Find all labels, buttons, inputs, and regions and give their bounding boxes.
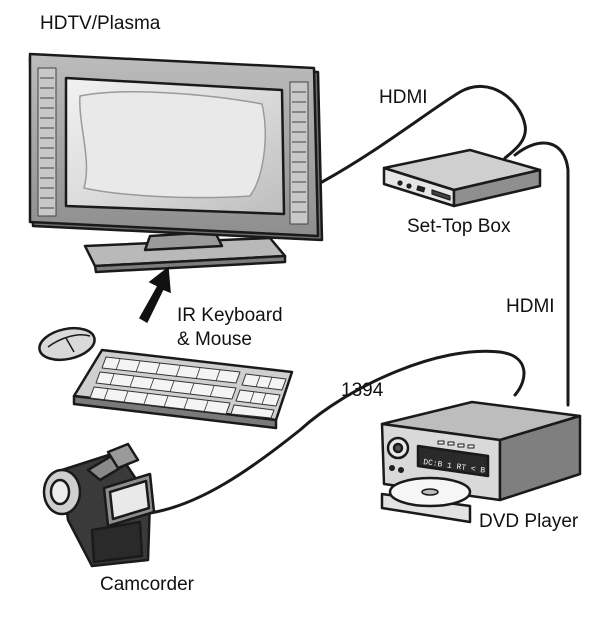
set-top-box-label: Set-Top Box <box>407 216 511 237</box>
ir-keyboard-mouse-label: IR Keyboard & Mouse <box>177 304 283 352</box>
ir-label-line1: IR Keyboard <box>177 305 283 326</box>
tv-speaker-right <box>289 81 309 225</box>
keyboard-device <box>72 348 294 430</box>
tv-speaker-left <box>37 67 57 217</box>
dvd-player-device <box>380 400 582 524</box>
firewire-1394-label: 1394 <box>341 380 384 401</box>
hdmi-cable-stb-dvd <box>513 141 570 407</box>
ir-label-line2: & Mouse <box>177 329 252 350</box>
mouse-device <box>38 326 96 362</box>
keyboard-keys <box>89 356 287 419</box>
set-top-box-device <box>382 148 542 208</box>
hdtv-plasma-label: HDTV/Plasma <box>40 13 161 34</box>
hdmi-label-right: HDMI <box>506 296 555 317</box>
camcorder-label: Camcorder <box>100 574 194 595</box>
firewire-cable <box>148 349 526 515</box>
hdmi-cable-tv-stb <box>320 85 527 184</box>
ir-signal-arrow-icon <box>138 266 171 324</box>
dvd-display-panel <box>416 444 490 478</box>
hdtv-plasma <box>28 52 324 274</box>
dvd-player-label: DVD Player <box>479 511 579 532</box>
camcorder-device <box>42 442 156 568</box>
cables <box>148 85 570 515</box>
hdmi-label-top: HDMI <box>379 87 428 108</box>
